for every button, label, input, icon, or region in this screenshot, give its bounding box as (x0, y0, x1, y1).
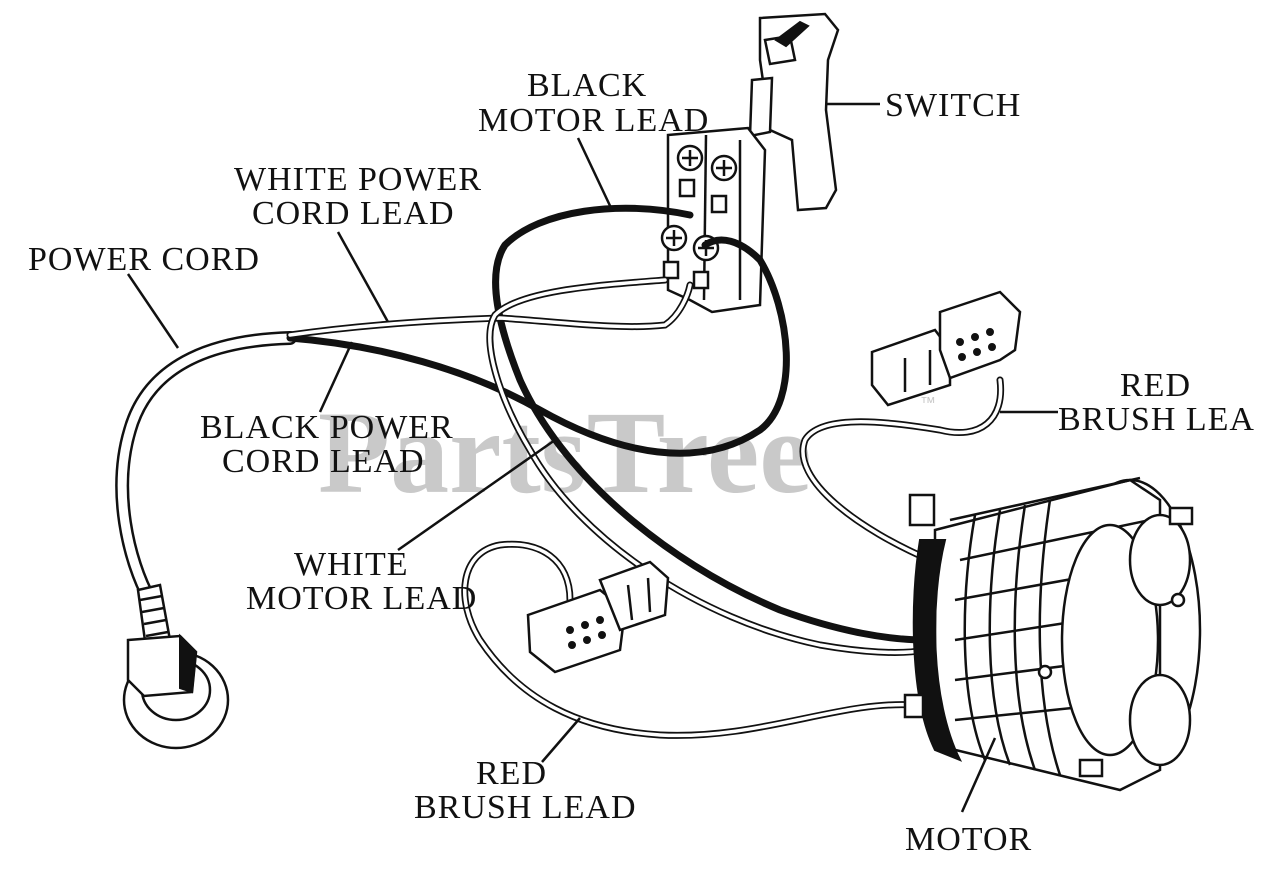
label-switch: SWITCH (885, 87, 1021, 124)
leader-red-brush-lead-bottom (541, 717, 581, 763)
leader-black-motor-lead (576, 137, 614, 211)
leader-power-cord (126, 273, 180, 349)
label-black-power-cord-lead-line1: BLACK POWER (200, 409, 454, 446)
label-power-cord: POWER CORD (28, 241, 260, 278)
brush-connector-bottom (526, 560, 670, 674)
brush-connector-right (870, 290, 1022, 407)
black-power-cord-lead-wire (286, 236, 790, 457)
label-white-power-cord-lead-line2: CORD LEAD (252, 195, 455, 232)
label-red-brush-lead-bottom-line1: RED (476, 755, 547, 792)
leader-white-motor-lead (397, 438, 556, 552)
label-red-brush-lead-bottom-line2: BRUSH LEAD (414, 789, 637, 826)
watermark-trademark: ™ (920, 395, 936, 412)
power-cord (115, 331, 297, 750)
label-red-brush-lead-right-line1: RED (1120, 367, 1191, 404)
label-white-motor-lead-line2: MOTOR LEAD (246, 580, 477, 617)
switch-part (660, 12, 840, 314)
label-white-power-cord-lead-line1: WHITE POWER (234, 161, 482, 198)
black-motor-lead-wire (492, 204, 929, 644)
label-black-power-cord-lead-line2: CORD LEAD (222, 443, 425, 480)
label-black-motor-lead-line1: BLACK (527, 67, 647, 104)
label-motor: MOTOR (905, 821, 1032, 858)
label-red-brush-lead-right-line2: BRUSH LEA (1058, 401, 1255, 438)
leader-motor (960, 737, 997, 813)
motor-part (903, 476, 1202, 792)
label-white-motor-lead-line1: WHITE (294, 546, 409, 583)
leader-black-power-cord-lead (318, 341, 354, 413)
leader-white-power-cord-lead (336, 231, 390, 323)
label-black-motor-lead-line2: MOTOR LEAD (478, 102, 709, 139)
